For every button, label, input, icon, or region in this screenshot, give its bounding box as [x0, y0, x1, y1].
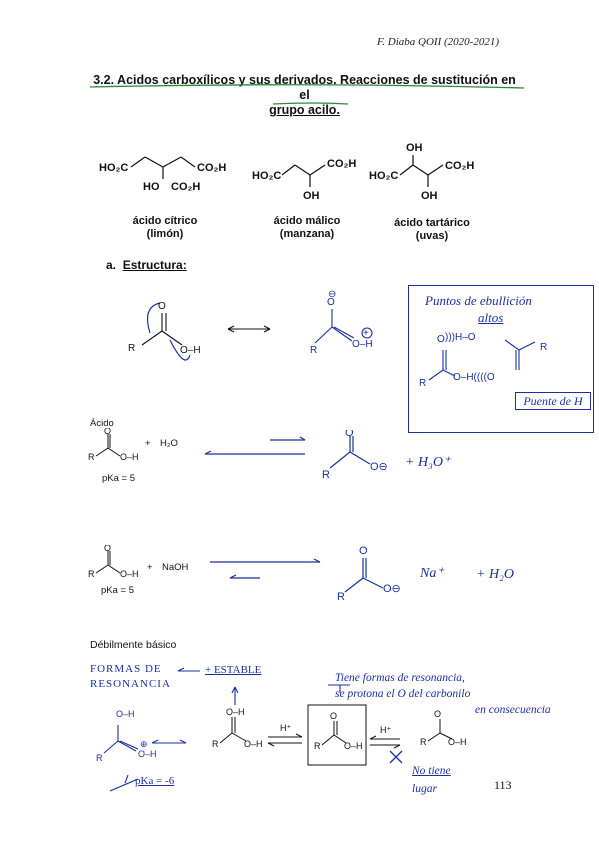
svg-text:O–H: O–H: [226, 707, 245, 717]
svg-text:O: O: [434, 709, 441, 719]
svg-text:R: R: [337, 591, 345, 600]
svg-text:R: R: [96, 753, 103, 763]
acid-label: Ácido: [90, 418, 114, 429]
svg-text:O⊖: O⊖: [370, 461, 388, 473]
svg-text:O: O: [359, 545, 368, 557]
formas-label: FORMAS DE: [90, 663, 162, 675]
svg-text:R: R: [128, 343, 135, 354]
naoh-label: NaOH: [162, 562, 189, 573]
svg-text:R: R: [419, 378, 426, 389]
acid-structure-naoh: O R O–H: [88, 545, 139, 579]
svg-text:⊕: ⊕: [140, 739, 148, 749]
note-line-3: en consecuencia: [475, 704, 551, 716]
acid-structures: HO₂C CO₂H HO CO₂H HO₂C CO₂H OH HO₂C CO₂H…: [99, 142, 474, 202]
naoh-arrows: O R O⊖: [210, 545, 401, 600]
svg-text:O–H: O–H: [352, 339, 373, 350]
h-plus-right: H⁺: [380, 725, 391, 735]
acid-label-malic: ácido málico(manzana): [273, 215, 341, 240]
svg-text:O–H: O–H: [138, 749, 157, 759]
pka-label-naoh: pKa = 5: [101, 585, 135, 596]
svg-text:O–H: O–H: [344, 741, 363, 751]
citric-ho2c: HO₂C: [99, 162, 128, 174]
boiling-title: Puntos de ebullición: [425, 293, 532, 308]
na-product: Na⁺: [420, 566, 444, 581]
svg-text:R: R: [322, 469, 330, 481]
svg-text:R: R: [420, 737, 427, 747]
acid-label-tartaric: ácido tartárico(uvas): [394, 217, 470, 242]
boiling-subtitle: altos: [478, 310, 504, 325]
svg-text:O: O: [104, 428, 111, 436]
h-plus-left: H⁺: [280, 723, 291, 733]
note-line-2: se protona el O del carbonilo: [335, 688, 471, 700]
svg-text:O–H: O–H: [448, 737, 467, 747]
tartaric-ho2c: HO₂C: [369, 170, 398, 182]
svg-text:+: +: [363, 328, 369, 339]
svg-text:O: O: [327, 297, 335, 308]
plus-sign-naoh: +: [147, 562, 153, 573]
estable-label: + ESTABLE: [205, 664, 262, 676]
svg-text:⊖: ⊖: [328, 289, 336, 300]
citric-co2h-bottom: CO₂H: [171, 181, 200, 193]
pka-label: pKa = 5: [102, 473, 136, 484]
svg-text:R: R: [212, 739, 219, 749]
section-a-heading: a. Estructura:: [106, 258, 187, 272]
svg-text:O: O: [330, 711, 337, 721]
malic-ho2c: HO₂C: [252, 170, 281, 182]
citric-ho: HO: [143, 181, 160, 193]
svg-text:O⊖: O⊖: [383, 583, 401, 595]
author-header: F. Diaba QOII (2020-2021): [376, 36, 499, 48]
citric-co2h-right: CO₂H: [197, 162, 226, 174]
svg-text:O: O: [345, 430, 354, 439]
tartaric-co2h: CO₂H: [445, 160, 474, 172]
svg-text:O: O: [437, 334, 445, 345]
hbond-label: Puente de H: [515, 392, 591, 410]
acid-dissociation-arrows: O R O⊖: [204, 430, 388, 481]
tartaric-oh-bottom: OH: [421, 190, 438, 202]
boiling-point-box: [408, 285, 594, 433]
svg-text:R: R: [314, 741, 321, 751]
lugar-label: lugar: [412, 783, 437, 795]
svg-text:O–H: O–H: [116, 709, 135, 719]
svg-text:O–H: O–H: [180, 345, 201, 356]
section-title: 3.2. Acidos carboxílicos y sus derivados…: [92, 73, 517, 118]
svg-text:O: O: [158, 301, 166, 312]
tartaric-oh-top: OH: [406, 142, 423, 154]
title-line-1: 3.2. Acidos carboxílicos y sus derivados…: [93, 73, 516, 102]
no-tiene-label: No tiene: [412, 765, 451, 777]
malic-co2h: CO₂H: [327, 158, 356, 170]
h2o-product: + H₂O: [476, 567, 515, 582]
plus-sign: +: [145, 438, 151, 449]
h3o-product: + H₃O⁺: [405, 455, 451, 470]
weak-base-label: Débilmente básico: [90, 639, 177, 651]
title-line-2: grupo acilo.: [269, 103, 340, 117]
svg-text:O–H: O–H: [120, 569, 139, 579]
note-line-1: Tiene formas de resonancia,: [335, 672, 465, 684]
acid-label-citric: ácido cítrico(limón): [132, 215, 198, 240]
svg-text:R: R: [310, 345, 317, 356]
svg-text:O–H((((O: O–H((((O: [453, 372, 495, 383]
svg-text:R: R: [88, 452, 95, 462]
svg-text:O–H: O–H: [244, 739, 263, 749]
acid-structure: O R O–H: [88, 428, 139, 462]
page-number: 113: [494, 778, 512, 792]
svg-text:R: R: [88, 569, 95, 579]
malic-oh: OH: [303, 190, 320, 202]
hbond-dimer: O)))H–O R R O–H((((O: [419, 332, 547, 389]
svg-text:)))H–O: )))H–O: [445, 332, 476, 343]
svg-text:R: R: [540, 342, 547, 353]
water-label: H₂O: [160, 438, 178, 449]
svg-text:O: O: [104, 545, 111, 553]
pka-note: pKa = -6: [135, 775, 175, 787]
svg-text:O–H: O–H: [120, 452, 139, 462]
title-underline-mark: [89, 84, 525, 105]
resonancia-label: RESONANCIA: [90, 678, 171, 690]
